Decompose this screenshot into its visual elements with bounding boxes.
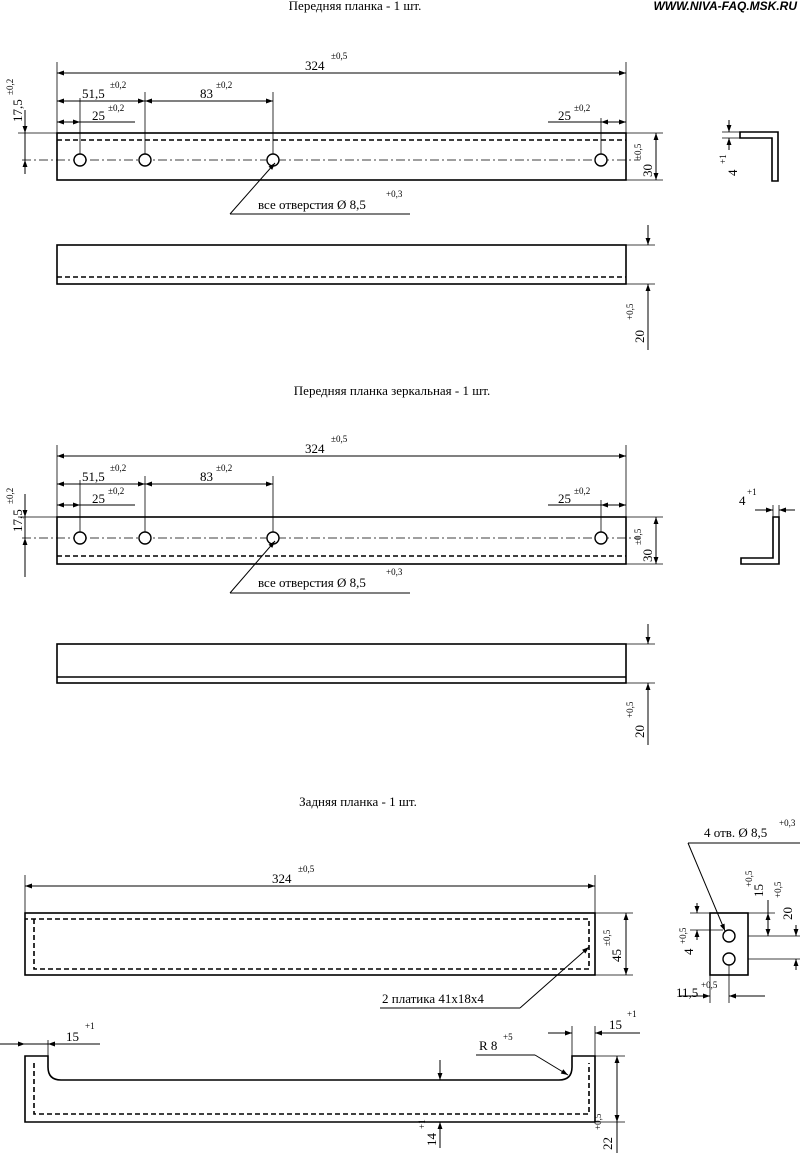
dim-end15-right-value: 15 [609,1017,622,1032]
dim-radius-tol: +5 [503,1032,513,1042]
front-plank-side-view [56,244,627,285]
note-plates: 2 платика 41х18х4 [382,991,484,1006]
mirror-plank-side-view [56,643,627,684]
hole [722,929,736,943]
angle-profile [739,131,779,182]
dim-length-tol: ±0,5 [331,434,348,444]
dim-length-value: 324 [272,871,292,886]
dim-end15-left-tol: +1 [85,1021,95,1031]
rear-plank-side-profile [24,1055,596,1123]
dim-thick4-tol: +1 [718,154,728,164]
dim-length-tol: ±0,5 [298,864,315,874]
hole [266,153,280,167]
dim-thick4-tol: +1 [747,487,757,497]
front-plank-top-view [56,132,627,181]
dim-hole-offset-value: 17,5 [10,99,25,122]
hole [138,153,152,167]
dim-pitch2-value: 83 [200,86,213,101]
dim-pitch1-value: 51,5 [82,469,105,484]
dim-depth20-tol: +0,5 [625,303,635,320]
angle-profile [740,516,780,565]
dim-d20-value: 20 [780,907,795,920]
dim-edge-left-value: 25 [92,108,105,123]
hole [722,952,736,966]
dim-end15-left-value: 15 [66,1029,79,1044]
rear-plank-top-view [24,912,596,976]
note-all-holes: все отверстия Ø 8,5 [258,575,366,590]
dim-d15-value: 15 [751,884,766,897]
dim-edge-right-value: 25 [558,491,571,506]
dim-length-tol: ±0,5 [331,51,348,61]
dim-pitch2-tol: ±0,2 [216,80,232,90]
dim-radius-value: R 8 [479,1038,497,1053]
dim-edge-left-tol: ±0,2 [108,486,124,496]
dim-edge-right-value: 25 [558,108,571,123]
hidden-plates-outline [25,918,590,970]
dim-width30-value: 30 [640,549,655,562]
dim-depth20-tol: +0,5 [625,701,635,718]
dim-thick4-value: 4 [739,493,746,508]
part-title-mirror: Передняя планка зеркальная - 1 шт. [294,383,490,398]
dim-depth20-value: 20 [632,725,647,738]
dim-pitch1-tol: ±0,2 [110,463,126,473]
dim-pitch1-value: 51,5 [82,86,105,101]
dim-edge-right-tol: ±0,2 [574,486,590,496]
site-url[interactable]: WWW.NIVA-FAQ.MSK.RU [653,0,797,13]
dim-length-value: 324 [305,441,325,456]
dim-width30-value: 30 [640,164,655,177]
dim-width45-tol: ±0,5 [602,929,612,946]
part-title-front: Передняя планка - 1 шт. [289,0,422,13]
dim-hole-offset-value: 17,5 [10,509,25,532]
dim-d4-value: 4 [681,948,696,955]
dim-hole-offset-tol: ±0,2 [5,79,15,95]
dim-width45-value: 45 [609,949,624,962]
dim-pitch1-tol: ±0,2 [110,80,126,90]
dim-h22-tol: +0,5 [593,1113,603,1130]
hole [266,531,280,545]
dim-length-value: 324 [305,58,325,73]
dim-d20-tol: +0,5 [773,881,783,898]
hole [594,153,608,167]
dim-d11-value: 11,5 [676,985,698,1000]
dim-width30-tol: ±0,5 [633,528,643,545]
dim-thick4-value: 4 [725,169,740,176]
hole [594,531,608,545]
dim-d11-tol: +0,5 [701,980,718,990]
note-4-holes: 4 отв. Ø 8,5 [704,825,767,840]
dim-width30-tol: ±0,5 [633,143,643,160]
dim-depth20-value: 20 [632,330,647,343]
dim-pitch2-tol: ±0,2 [216,463,232,473]
dim-h14-tol: +1 [417,1119,427,1129]
note-all-holes-tol: +0,3 [386,189,403,199]
hole [73,531,87,545]
front-plank-drawing: 324 ±0,5 51,5 ±0,2 83 ±0,2 25 ±0,2 25 ±0… [5,51,779,350]
dim-h14-value: 14 [424,1133,439,1147]
hole [138,531,152,545]
dim-edge-left-tol: ±0,2 [108,103,124,113]
hidden-edge-line [33,1063,590,1115]
part-title-rear: Задняя планка - 1 шт. [299,794,417,809]
note-all-holes: все отверстия Ø 8,5 [258,197,366,212]
dim-hole-offset-tol: ±0,2 [5,488,15,504]
dim-end15-right-tol: +1 [627,1009,637,1019]
dim-edge-left-value: 25 [92,491,105,506]
dim-h22-value: 22 [600,1137,615,1150]
mirror-plank-top-view [56,516,627,565]
dim-edge-right-tol: ±0,2 [574,103,590,113]
dim-pitch2-value: 83 [200,469,213,484]
rear-plank-drawing: 324 ±0,5 45 ±0,5 2 платика 41х18х4 15 +1… [0,818,800,1153]
dim-d15-tol: +0,5 [744,870,754,887]
note-all-holes-tol: +0,3 [386,567,403,577]
hole [73,153,87,167]
mirror-plank-drawing: 324 ±0,5 51,5 ±0,2 83 ±0,2 25 ±0,2 25 ±0… [5,434,795,745]
dim-d4-tol: +0,5 [678,927,688,944]
note-4-holes-tol: +0,3 [779,818,796,828]
